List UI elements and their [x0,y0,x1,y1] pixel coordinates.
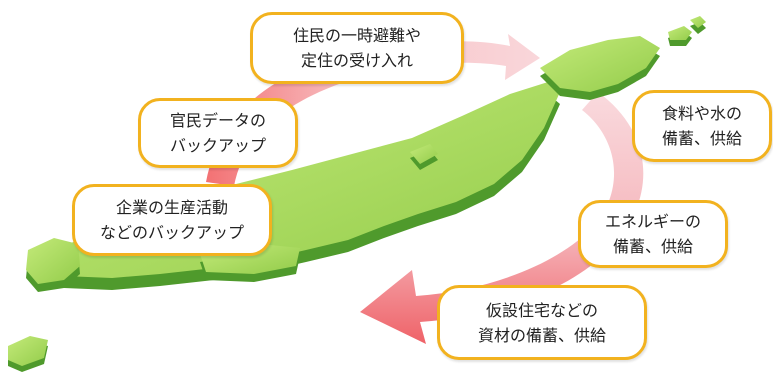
callout-food-water-line2: 備蓄、供給 [661,129,742,148]
callout-evacuation-line1: 住民の一時避難や [292,26,421,45]
callout-evacuation-line2: 定住の受け入れ [300,51,413,70]
callout-data-backup-line2: バックアップ [169,136,266,155]
callout-business-backup-line1: 企業の生産活動 [115,198,228,217]
callout-data-backup: 官民データの バックアップ [138,98,298,168]
callout-food-water: 食料や水の 備蓄、供給 [632,90,772,162]
callout-data-backup-line1: 官民データの [169,111,266,130]
callout-energy-line1: エネルギーの [604,212,701,231]
callout-evacuation: 住民の一時避難や 定住の受け入れ [250,12,464,84]
callout-energy: エネルギーの 備蓄、供給 [578,200,728,268]
callout-temporary-housing-line2: 資材の備蓄、供給 [477,325,606,345]
callout-temporary-housing-line1: 仮設住宅などの [485,300,598,320]
callout-food-water-line1: 食料や水の [661,104,742,123]
callout-business-backup: 企業の生産活動 などのバックアップ [72,184,272,256]
callout-business-backup-line2: などのバックアップ [99,223,244,242]
callout-temporary-housing: 仮設住宅などの 資材の備蓄、供給 [437,285,647,360]
callout-energy-line2: 備蓄、供給 [612,237,693,256]
